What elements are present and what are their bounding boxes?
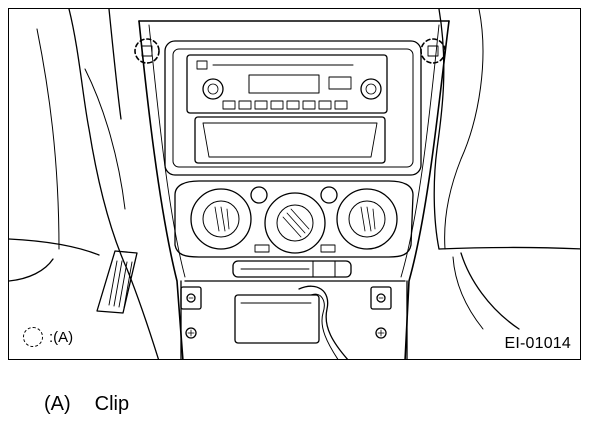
bracket-left	[180, 286, 202, 310]
caption: (A) Clip	[44, 393, 129, 416]
screw-lower-right	[375, 327, 387, 339]
dashed-circle-icon	[23, 327, 43, 347]
figure-id: EI-01014	[504, 335, 571, 352]
climate-control-panel	[174, 180, 414, 258]
audio-head-unit	[186, 54, 388, 114]
console-line-drawing	[9, 9, 580, 359]
caption-text: Clip	[94, 393, 130, 415]
caption-letter: (A)	[44, 393, 71, 415]
legend-key: :(A)	[23, 327, 73, 347]
dashboard-illustration: :(A) EI-01014	[8, 8, 581, 360]
screw-lower-left	[185, 327, 197, 339]
accelerator-pedal	[96, 250, 138, 314]
clip-location-left	[134, 38, 160, 64]
legend-label: :(A)	[49, 328, 74, 346]
storage-pocket	[194, 116, 386, 164]
clip-location-right	[420, 38, 446, 64]
bracket-right	[370, 286, 392, 310]
